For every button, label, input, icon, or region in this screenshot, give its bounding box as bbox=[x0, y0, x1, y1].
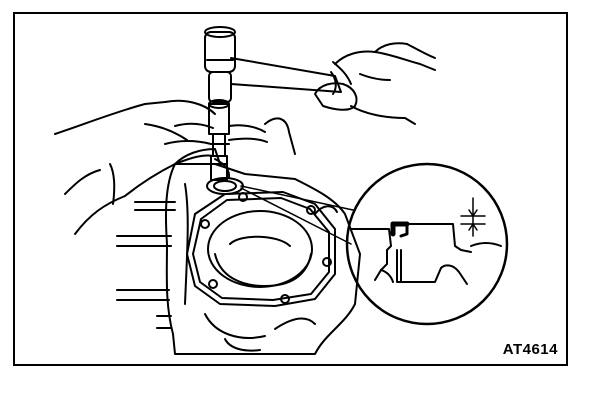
detail-circle bbox=[345, 162, 509, 326]
figure-code: AT4614 bbox=[502, 341, 558, 358]
detail-leader-lines bbox=[240, 185, 354, 245]
cylinder-flange bbox=[186, 191, 336, 307]
transmission-case bbox=[116, 117, 361, 355]
right-hand bbox=[314, 42, 436, 125]
technical-illustration bbox=[54, 26, 509, 355]
hammer bbox=[204, 26, 342, 103]
figure-frame: AT4614 bbox=[13, 12, 568, 366]
left-hand bbox=[54, 99, 268, 235]
